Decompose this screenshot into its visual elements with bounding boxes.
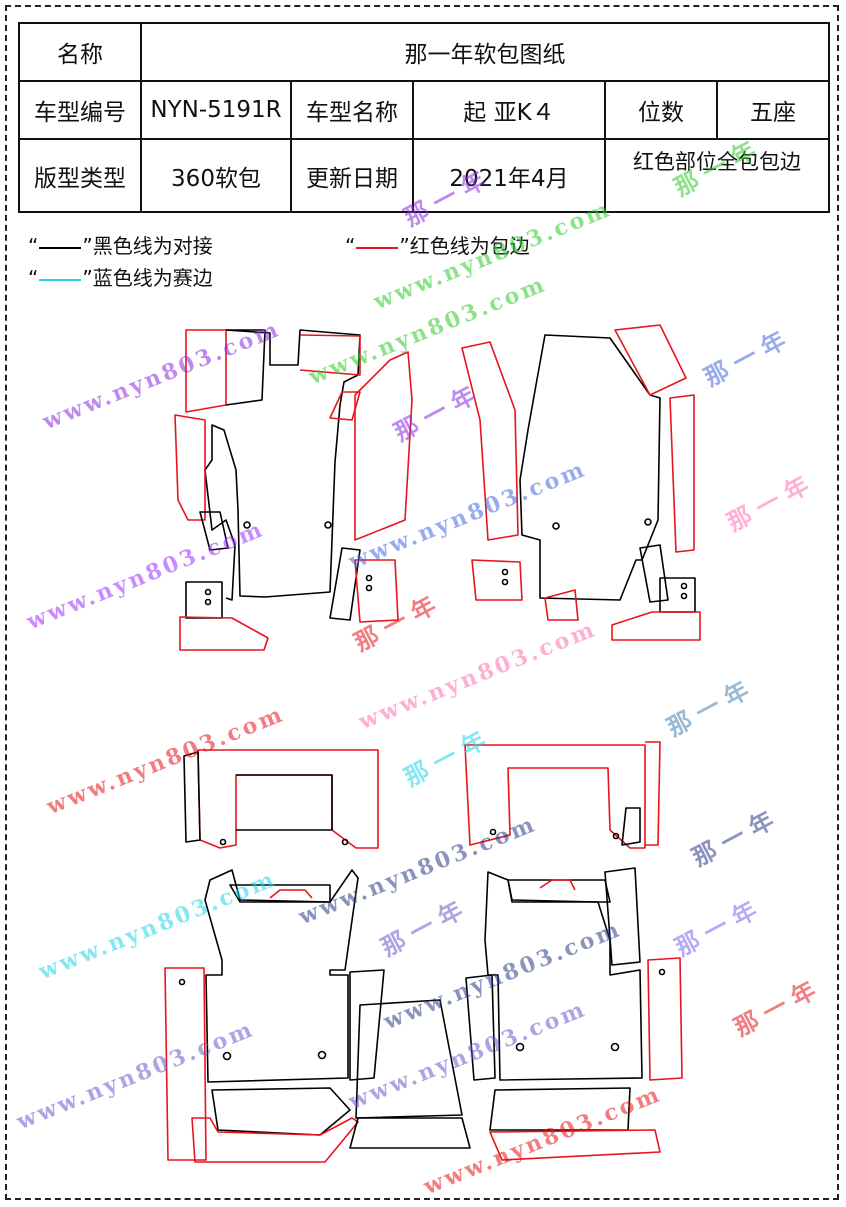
rear-right-lower-top-band — [507, 879, 611, 903]
update-label: 更新日期 — [290, 138, 414, 213]
rear-right-heel-pad — [489, 1129, 661, 1161]
front-right-side-strip — [669, 394, 695, 553]
rear-lower-mats — [164, 867, 683, 1163]
front-left-small-block — [185, 581, 223, 619]
front-left-footrest — [354, 559, 399, 623]
rear-left-upper-inner — [236, 774, 333, 831]
update-value: 2021年4月 — [412, 138, 606, 213]
model-name-label: 车型名称 — [290, 80, 414, 140]
snap-hole — [365, 574, 373, 582]
snap-hole — [680, 592, 688, 600]
type-label: 版型类型 — [18, 138, 142, 213]
snap-hole — [317, 1050, 327, 1060]
rear-right-upper-notch — [621, 807, 641, 846]
front-left-lower-strip — [329, 547, 361, 621]
model-code-value: NYN-5191R — [140, 80, 292, 140]
snap-hole — [341, 838, 349, 846]
front-left-door-strip — [354, 351, 413, 541]
cyan-line-swatch — [39, 278, 82, 281]
front-right-main-piece — [519, 334, 661, 601]
rear-left-inner-strip — [349, 969, 385, 1081]
front-right-lower-strip — [639, 544, 669, 603]
rear-left-upper-side — [183, 751, 201, 843]
rear-right-upper-piece — [464, 744, 646, 849]
note-text: 红色部位全包包边 — [603, 138, 831, 213]
snap-hole — [610, 1042, 620, 1052]
rear-right-upper-side — [645, 741, 661, 846]
rear-left-red-notch — [269, 889, 313, 899]
snap-hole — [515, 1042, 525, 1052]
type-value: 360软包 — [140, 138, 292, 213]
front-left-top-right-flap — [299, 334, 361, 376]
snap-hole — [243, 521, 251, 529]
tunnel-front-pad — [349, 1117, 471, 1149]
front-right-top-flap — [614, 324, 687, 396]
snap-hole — [324, 521, 332, 529]
legend-red: “”红色线为包边 — [345, 234, 530, 258]
name-label: 名称 — [18, 22, 142, 82]
front-left-side-strip — [174, 414, 206, 521]
snap-hole — [204, 598, 212, 606]
name-value: 那一年软包图纸 — [139, 22, 831, 82]
rear-right-red-notch — [539, 879, 576, 891]
red-line-swatch — [356, 246, 399, 249]
rear-right-footwell — [489, 1087, 631, 1131]
model-name-value: 起 亚K４ — [412, 80, 606, 140]
front-left-pedal-cut — [199, 511, 229, 551]
rear-left-footwell — [211, 1087, 351, 1136]
snap-hole — [658, 968, 666, 976]
snap-hole — [204, 588, 212, 596]
legend-cyan-text: 蓝色线为赛边 — [92, 266, 213, 290]
rear-left-lower-top-band — [229, 884, 331, 903]
front-left-top-strip — [225, 329, 266, 406]
snap-hole — [644, 518, 652, 526]
front-left-small-tab — [329, 391, 361, 421]
snap-hole — [501, 578, 509, 586]
seats-label: 位数 — [604, 80, 718, 140]
page-border — [5, 5, 839, 1200]
snap-hole — [612, 832, 620, 840]
snap-hole — [680, 582, 688, 590]
snap-hole — [552, 522, 560, 530]
front-left-main-piece — [204, 329, 361, 601]
rear-left-heel-pad — [191, 1117, 359, 1163]
rear-left-upper-piece — [197, 749, 379, 849]
front-right-small-tab — [544, 589, 579, 621]
front-right-heel-pad — [611, 611, 701, 641]
legend-cyan: “”蓝色线为赛边 — [28, 266, 213, 290]
legend-black: “”黑色线为对接 — [28, 234, 213, 258]
snap-hole — [178, 978, 186, 986]
rear-left-side-strip — [164, 967, 207, 1161]
black-line-swatch — [39, 246, 82, 249]
snap-hole — [365, 584, 373, 592]
seats-value: 五座 — [715, 80, 831, 140]
front-right-footrest — [471, 559, 523, 601]
snap-hole — [222, 1051, 232, 1061]
snap-hole — [501, 568, 509, 576]
front-left-top-flap — [185, 329, 227, 413]
snap-hole — [219, 838, 227, 846]
front-left-mat-group — [174, 329, 413, 651]
rear-right-side-strip — [604, 867, 641, 966]
legend-red-text: 红色线为包边 — [409, 234, 530, 258]
front-left-heel-pad — [179, 616, 269, 651]
tunnel-mat — [355, 999, 463, 1119]
rear-upper-mats — [183, 741, 661, 849]
front-right-door-strip — [461, 341, 519, 541]
legend-black-text: 黑色线为对接 — [92, 234, 213, 258]
spec-table: 名称 那一年软包图纸 车型编号 NYN-5191R 车型名称 起 亚K４ 位数 … — [18, 22, 831, 213]
rear-right-outer-strip — [647, 957, 683, 1081]
front-right-mat-group — [461, 324, 701, 641]
snap-hole — [489, 828, 497, 836]
model-code-label: 车型编号 — [18, 80, 142, 140]
rear-right-inner-strip — [465, 974, 496, 1081]
